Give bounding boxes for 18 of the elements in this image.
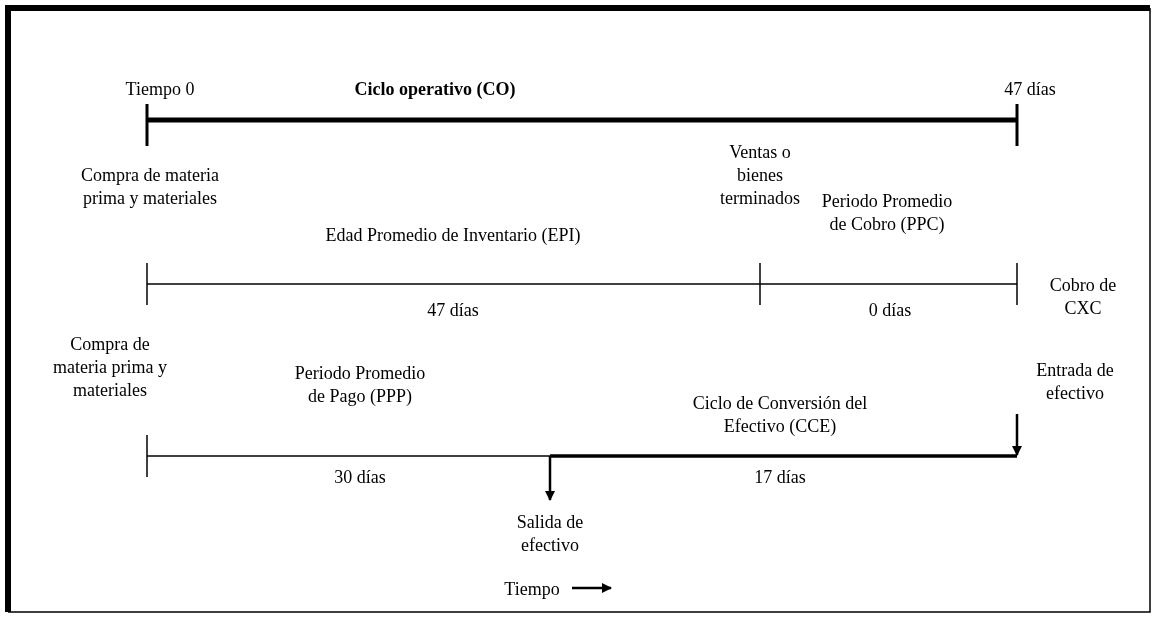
event-label: Ventas o bienes terminados xyxy=(719,141,801,210)
event-label: Cobro de CXC xyxy=(1048,274,1118,320)
duration-label: 47 días xyxy=(1003,78,1057,101)
event-label: Compra de materia prima y materiales xyxy=(80,164,220,210)
event-label: Ciclo de Conversión del Efectivo (CCE) xyxy=(691,392,869,438)
duration-label: 30 días xyxy=(333,466,387,489)
event-label: Entrada de efectivo xyxy=(1035,359,1115,405)
event-label: Periodo Promedio de Pago (PPP) xyxy=(293,362,427,408)
duration-label: 0 días xyxy=(867,299,913,322)
event-label: Compra de materia prima y materiales xyxy=(52,333,168,402)
event-label: Edad Promedio de Inventario (EPI) xyxy=(324,224,582,247)
event-label: Salida de efectivo xyxy=(515,511,585,557)
cycle-title: Ciclo operativo (CO) xyxy=(353,78,517,101)
time-label: Tiempo 0 xyxy=(124,78,196,101)
axis-label: Tiempo xyxy=(503,578,561,601)
event-label: Periodo Promedio de Cobro (PPC) xyxy=(820,190,954,236)
duration-label: 47 días xyxy=(426,299,480,322)
duration-label: 17 días xyxy=(753,466,807,489)
